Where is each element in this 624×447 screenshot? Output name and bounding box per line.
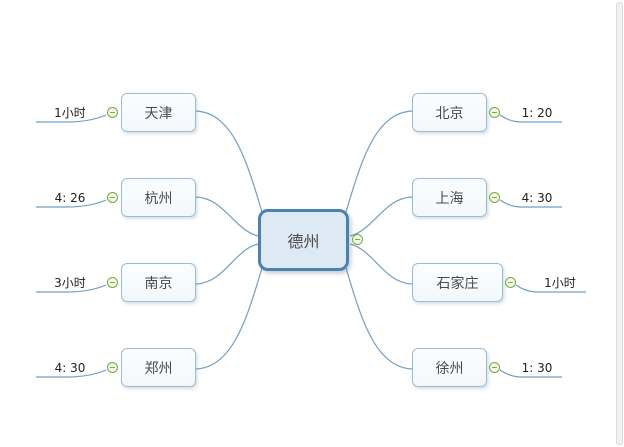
minus-glyph xyxy=(508,281,513,284)
minus-circle-icon[interactable] xyxy=(107,362,118,373)
node-shanghai[interactable]: 上海 xyxy=(412,178,487,217)
time-label-xuzhou[interactable]: 1: 30 xyxy=(521,361,553,375)
minus-circle-icon[interactable] xyxy=(107,277,118,288)
node-beijing-label: 北京 xyxy=(435,105,464,122)
edge-center-right-3 xyxy=(349,243,413,285)
node-shijiazhuang[interactable]: 石家庄 xyxy=(412,263,503,302)
time-label-nanjing[interactable]: 3小时 xyxy=(54,276,86,290)
time-label-hangzhou[interactable]: 4: 26 xyxy=(54,191,86,205)
minus-glyph xyxy=(492,366,497,369)
edge-center-right-1 xyxy=(345,110,413,213)
edge-center-right-4 xyxy=(345,267,413,370)
node-nanjing[interactable]: 南京 xyxy=(121,263,196,302)
node-nanjing-label: 南京 xyxy=(144,275,173,292)
vertical-scrollbar[interactable] xyxy=(616,2,623,445)
node-shanghai-label: 上海 xyxy=(435,190,464,207)
minus-circle-icon[interactable] xyxy=(352,234,363,245)
minus-glyph xyxy=(492,196,497,199)
minus-glyph xyxy=(110,366,115,369)
edge-center-left-4 xyxy=(195,267,263,370)
minus-circle-icon[interactable] xyxy=(107,107,118,118)
minus-circle-icon[interactable] xyxy=(489,192,500,203)
minus-circle-icon[interactable] xyxy=(489,107,500,118)
node-shijiazhuang-label: 石家庄 xyxy=(436,275,479,292)
time-label-zhengzhou[interactable]: 4: 30 xyxy=(54,361,86,375)
node-xuzhou[interactable]: 徐州 xyxy=(412,348,487,387)
node-hangzhou-label: 杭州 xyxy=(144,190,173,207)
minus-circle-icon[interactable] xyxy=(489,362,500,373)
node-hangzhou[interactable]: 杭州 xyxy=(121,178,196,217)
node-beijing[interactable]: 北京 xyxy=(412,93,487,132)
node-tianjin-label: 天津 xyxy=(144,105,173,122)
edge-center-left-2 xyxy=(195,196,259,237)
node-dezhou-label: 德州 xyxy=(287,232,320,251)
minus-glyph xyxy=(355,238,360,241)
edge-center-left-1 xyxy=(195,110,263,213)
minus-glyph xyxy=(110,111,115,114)
minus-circle-icon[interactable] xyxy=(107,192,118,203)
time-label-shijiazhuang[interactable]: 1小时 xyxy=(544,276,576,290)
minus-glyph xyxy=(110,196,115,199)
time-label-shanghai[interactable]: 4: 30 xyxy=(521,191,553,205)
minus-circle-icon[interactable] xyxy=(505,277,516,288)
time-label-beijing[interactable]: 1: 20 xyxy=(521,106,553,120)
node-zhengzhou-label: 郑州 xyxy=(144,360,173,377)
edge-center-left-3 xyxy=(195,243,259,285)
edge-center-right-2 xyxy=(349,196,413,237)
minus-glyph xyxy=(110,281,115,284)
node-dezhou[interactable]: 德州 xyxy=(258,209,349,271)
node-tianjin[interactable]: 天津 xyxy=(121,93,196,132)
node-xuzhou-label: 徐州 xyxy=(435,360,464,377)
node-zhengzhou[interactable]: 郑州 xyxy=(121,348,196,387)
minus-glyph xyxy=(492,111,497,114)
time-label-tianjin[interactable]: 1小时 xyxy=(54,106,86,120)
